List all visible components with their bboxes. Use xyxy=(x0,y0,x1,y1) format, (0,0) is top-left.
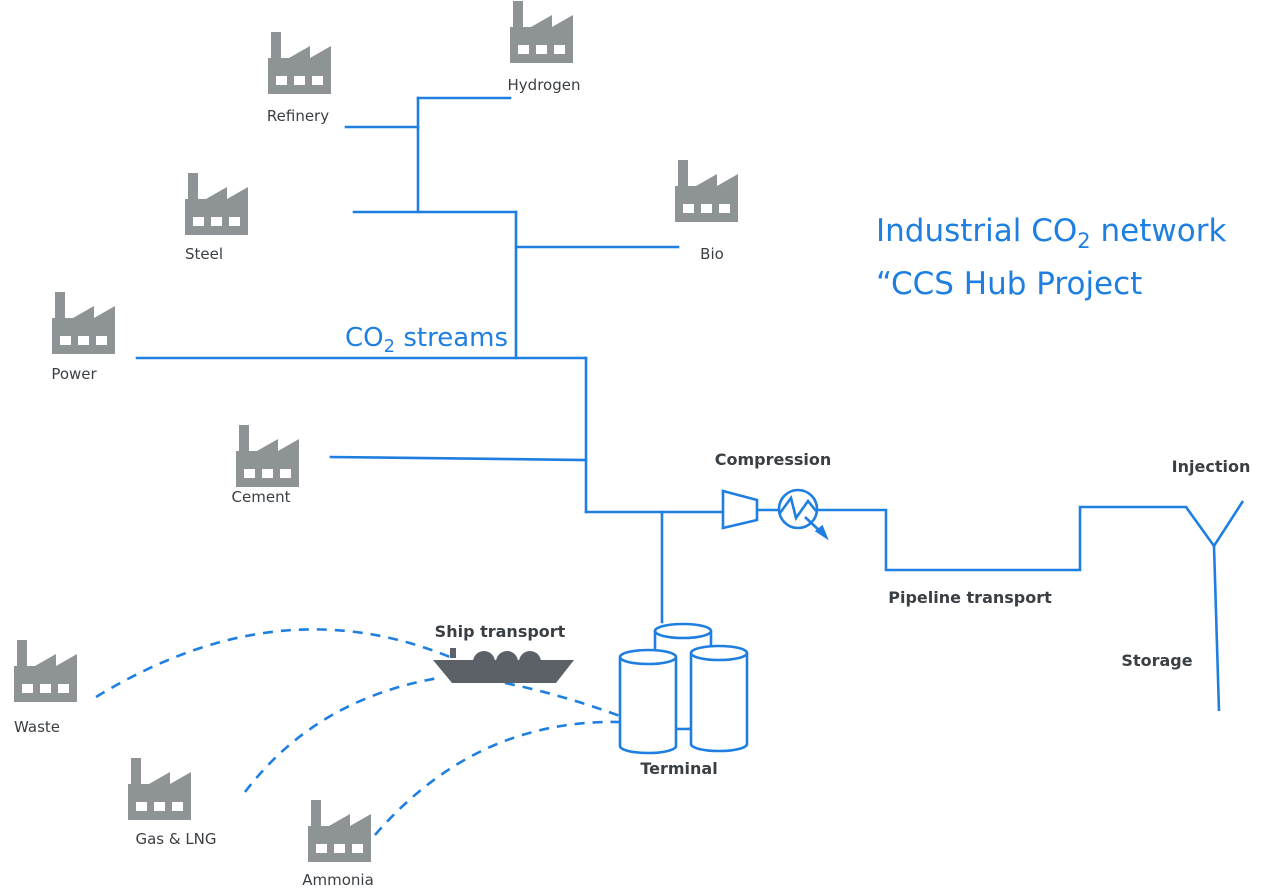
factory-bio: Bio xyxy=(675,160,738,263)
storage-label: Storage xyxy=(1121,651,1192,670)
factory-icon xyxy=(675,160,738,222)
hydrogen-label: Hydrogen xyxy=(508,76,581,94)
factory-icon xyxy=(128,758,191,820)
title-line-1: Industrial CO2 network xyxy=(876,213,1226,253)
factory-hydrogen: Hydrogen xyxy=(508,1,581,94)
ship-routes xyxy=(95,628,621,836)
factory-cement: Cement xyxy=(232,425,299,506)
gas-lng-label: Gas & LNG xyxy=(135,830,216,848)
ship-to-terminal-route xyxy=(504,681,621,718)
factory-power: Power xyxy=(51,292,115,383)
factory-icon xyxy=(308,800,371,862)
steel-label: Steel xyxy=(185,245,223,263)
factory-icon xyxy=(268,32,331,94)
factory-steel: Steel xyxy=(185,173,248,263)
heat-exchanger-icon xyxy=(777,488,829,541)
waste-route xyxy=(95,628,451,699)
waste-label: Waste xyxy=(14,718,60,736)
ammonia-route xyxy=(374,720,621,836)
refinery-label: Refinery xyxy=(267,107,329,125)
injection-label: Injection xyxy=(1172,457,1251,476)
cement-pipe xyxy=(329,455,588,462)
factory-icon xyxy=(14,640,77,702)
factory-gas-lng: Gas & LNG xyxy=(128,758,217,848)
transport-pipeline xyxy=(816,505,1188,572)
ammonia-label: Ammonia xyxy=(302,871,374,889)
gas-lng-route xyxy=(243,676,439,793)
factory-icon xyxy=(510,1,573,63)
compressor-icon xyxy=(721,489,759,530)
terminal-label: Terminal xyxy=(640,759,717,778)
bio-label: Bio xyxy=(700,245,724,263)
diagram-title: Industrial CO2 network “CCS Hub Project xyxy=(876,213,1226,302)
compression-label: Compression xyxy=(715,450,832,469)
factory-icon xyxy=(236,425,299,487)
power-label: Power xyxy=(51,365,97,383)
ship-transport-label: Ship transport xyxy=(435,622,566,641)
injection-well-icon xyxy=(1184,500,1245,712)
factory-refinery: Refinery xyxy=(267,32,331,125)
title-line-2: “CCS Hub Project xyxy=(876,266,1142,302)
factory-ammonia: Ammonia xyxy=(302,800,374,889)
cement-label: Cement xyxy=(232,488,291,506)
factory-waste: Waste xyxy=(14,640,77,736)
factory-icon xyxy=(185,173,248,235)
pipeline-transport-label: Pipeline transport xyxy=(888,588,1052,607)
ship-icon xyxy=(433,648,574,683)
co2-streams-label: CO2 streams xyxy=(345,323,508,357)
factory-icon xyxy=(52,292,115,354)
storage-tanks-icon xyxy=(618,622,749,755)
co2-pipeline-network xyxy=(135,96,1188,624)
